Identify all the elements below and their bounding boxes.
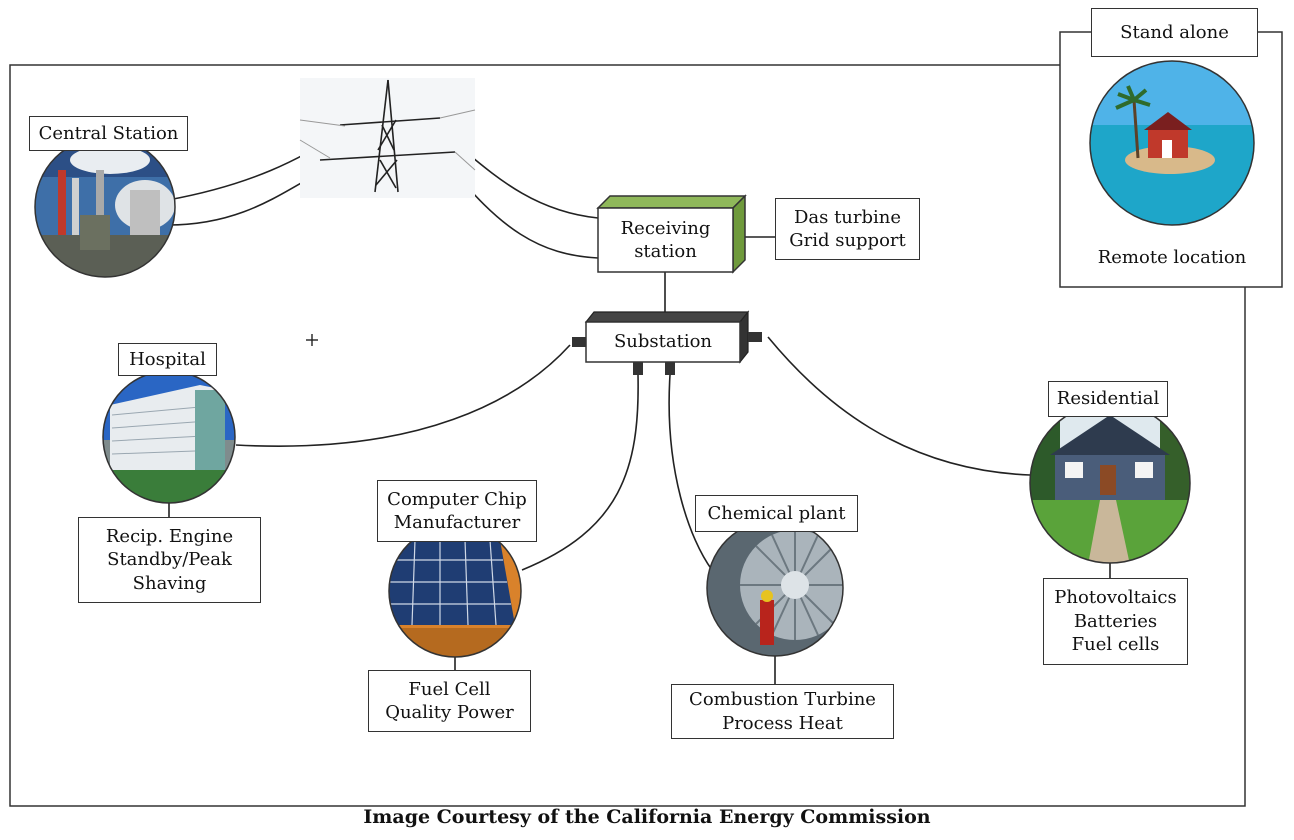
photovoltaics-label: Photovoltaics Batteries Fuel cells bbox=[1043, 578, 1188, 665]
substation-label: Substation bbox=[613, 331, 713, 353]
line-substation-residential bbox=[767, 336, 1031, 476]
power-plant-icon bbox=[35, 137, 175, 277]
connector-bottom-left bbox=[633, 362, 643, 375]
line-substation-chemical bbox=[668, 374, 713, 571]
stand-alone-label: Stand alone bbox=[1091, 8, 1258, 57]
solar-panel-icon bbox=[389, 525, 521, 657]
line-substation-chip bbox=[521, 374, 639, 571]
combustion-turbine-label: Combustion Turbine Process Heat bbox=[671, 684, 894, 739]
receiving-station-box bbox=[596, 194, 747, 274]
remote-location-label: Remote location bbox=[1097, 247, 1247, 268]
central-station-label: Central Station bbox=[29, 116, 188, 151]
island-house-icon bbox=[1090, 61, 1254, 225]
turbine-icon bbox=[707, 520, 843, 656]
chip-manufacturer-label: Computer Chip Manufacturer bbox=[377, 480, 537, 542]
chemical-plant-label: Chemical plant bbox=[695, 495, 858, 532]
connector-left bbox=[572, 337, 586, 347]
residential-label: Residential bbox=[1048, 381, 1168, 417]
hospital-building-icon bbox=[103, 371, 235, 503]
fuel-cell-label: Fuel Cell Quality Power bbox=[368, 670, 531, 732]
receiving-station-label: Receiving station bbox=[620, 217, 711, 262]
outer-frame bbox=[9, 64, 1246, 807]
das-turbine-label: Das turbine Grid support bbox=[775, 198, 920, 260]
crosshair-mark bbox=[306, 334, 318, 346]
line-substation-hospital bbox=[235, 344, 571, 447]
recip-engine-label: Recip. Engine Standby/Peak Shaving bbox=[78, 517, 261, 603]
substation-box bbox=[572, 310, 762, 375]
hospital-label: Hospital bbox=[118, 343, 217, 376]
image-caption: Image Courtesy of the California Energy … bbox=[363, 806, 931, 828]
connection-lines bbox=[167, 124, 1111, 684]
connector-bottom-right bbox=[665, 362, 675, 375]
transmission-tower-icon bbox=[299, 78, 476, 198]
connector-right bbox=[748, 332, 762, 342]
